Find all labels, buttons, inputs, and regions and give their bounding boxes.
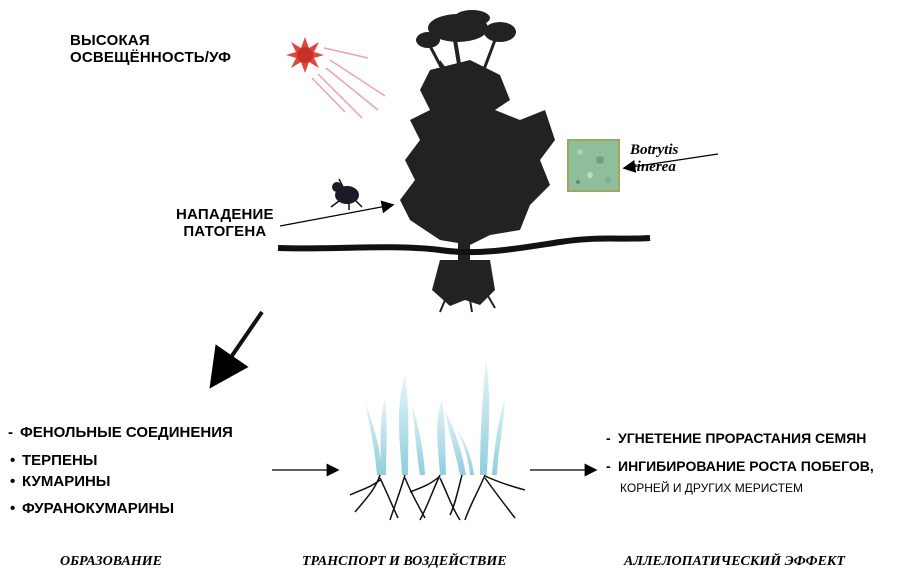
high-light-label: ВЫСОКАЯ ОСВЕЩЁННОСТЬ/УФ <box>70 32 231 67</box>
stage-effect: АЛЛЕЛОПАТИЧЕСКИЙ ЭФФЕКТ <box>624 554 845 570</box>
botrytis-label: Botrytis cinerea <box>630 142 678 177</box>
list-item: •ТЕРПЕНЫ <box>10 452 97 469</box>
pathogen-arrow <box>280 205 392 226</box>
list-item: -ИНГИБИРОВАНИЕ РОСТА ПОБЕГОВ, <box>606 458 874 474</box>
seedlings-icon <box>350 360 525 520</box>
list-item: -ФЕНОЛЬНЫЕ СОЕДИНЕНИЯ <box>8 424 233 441</box>
pathogen-attack-label: НАПАДЕНИЕ ПАТОГЕНА <box>176 206 274 241</box>
plant-silhouette-icon <box>400 10 555 312</box>
list-item: •ФУРАНОКУМАРИНЫ <box>10 500 174 517</box>
stage-transport: ТРАНСПОРТ И ВОЗДЕЙСТВИЕ <box>302 554 507 570</box>
stage-formation: ОБРАЗОВАНИЕ <box>60 554 162 570</box>
sun-icon <box>286 37 385 118</box>
beetle-icon <box>331 179 362 210</box>
fungus-culture-icon <box>568 140 619 191</box>
list-item: КОРНЕЙ И ДРУГИХ МЕРИСТЕМ <box>620 481 803 495</box>
formation-arrow <box>214 312 262 382</box>
list-item: •КУМАРИНЫ <box>10 473 111 490</box>
list-item: -УГНЕТЕНИЕ ПРОРАСТАНИЯ СЕМЯН <box>606 430 866 446</box>
